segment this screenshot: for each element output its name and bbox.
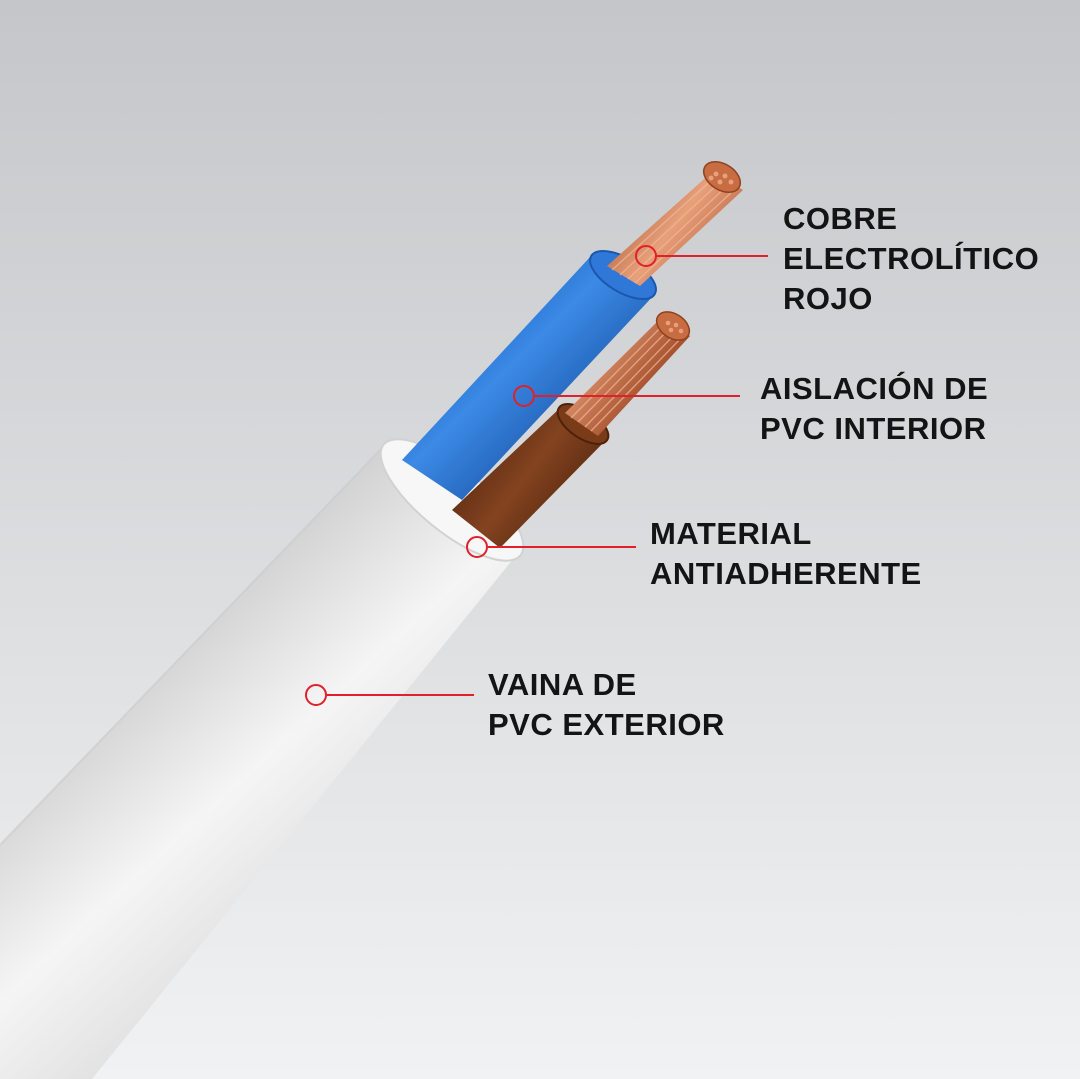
label-line: ROJO	[783, 281, 873, 316]
copper-conductor-upper	[607, 160, 743, 286]
label-line: AISLACIÓN DE	[760, 371, 989, 406]
outer-sheath	[0, 438, 525, 1079]
label-line: VAINA DE	[488, 667, 637, 702]
leader-vaina	[305, 684, 474, 706]
label-line: COBRE	[783, 201, 898, 236]
label-aislacion-pvc-interior: AISLACIÓN DE PVC INTERIOR	[760, 369, 988, 449]
label-material-antiadherente: MATERIAL ANTIADHERENTE	[650, 514, 922, 594]
label-line: ELECTROLÍTICO	[783, 241, 1040, 276]
leader-cobre	[635, 245, 768, 267]
label-line: PVC INTERIOR	[760, 411, 987, 446]
label-line: MATERIAL	[650, 516, 812, 551]
leader-material	[466, 536, 636, 558]
label-line: ANTIADHERENTE	[650, 556, 922, 591]
label-line: PVC EXTERIOR	[488, 707, 725, 742]
copper-conductor-lower	[565, 311, 691, 436]
label-cobre-electrolitico: COBRE ELECTROLÍTICO ROJO	[783, 199, 1039, 319]
label-vaina-pvc-exterior: VAINA DE PVC EXTERIOR	[488, 665, 725, 745]
leader-aislacion	[513, 385, 740, 407]
